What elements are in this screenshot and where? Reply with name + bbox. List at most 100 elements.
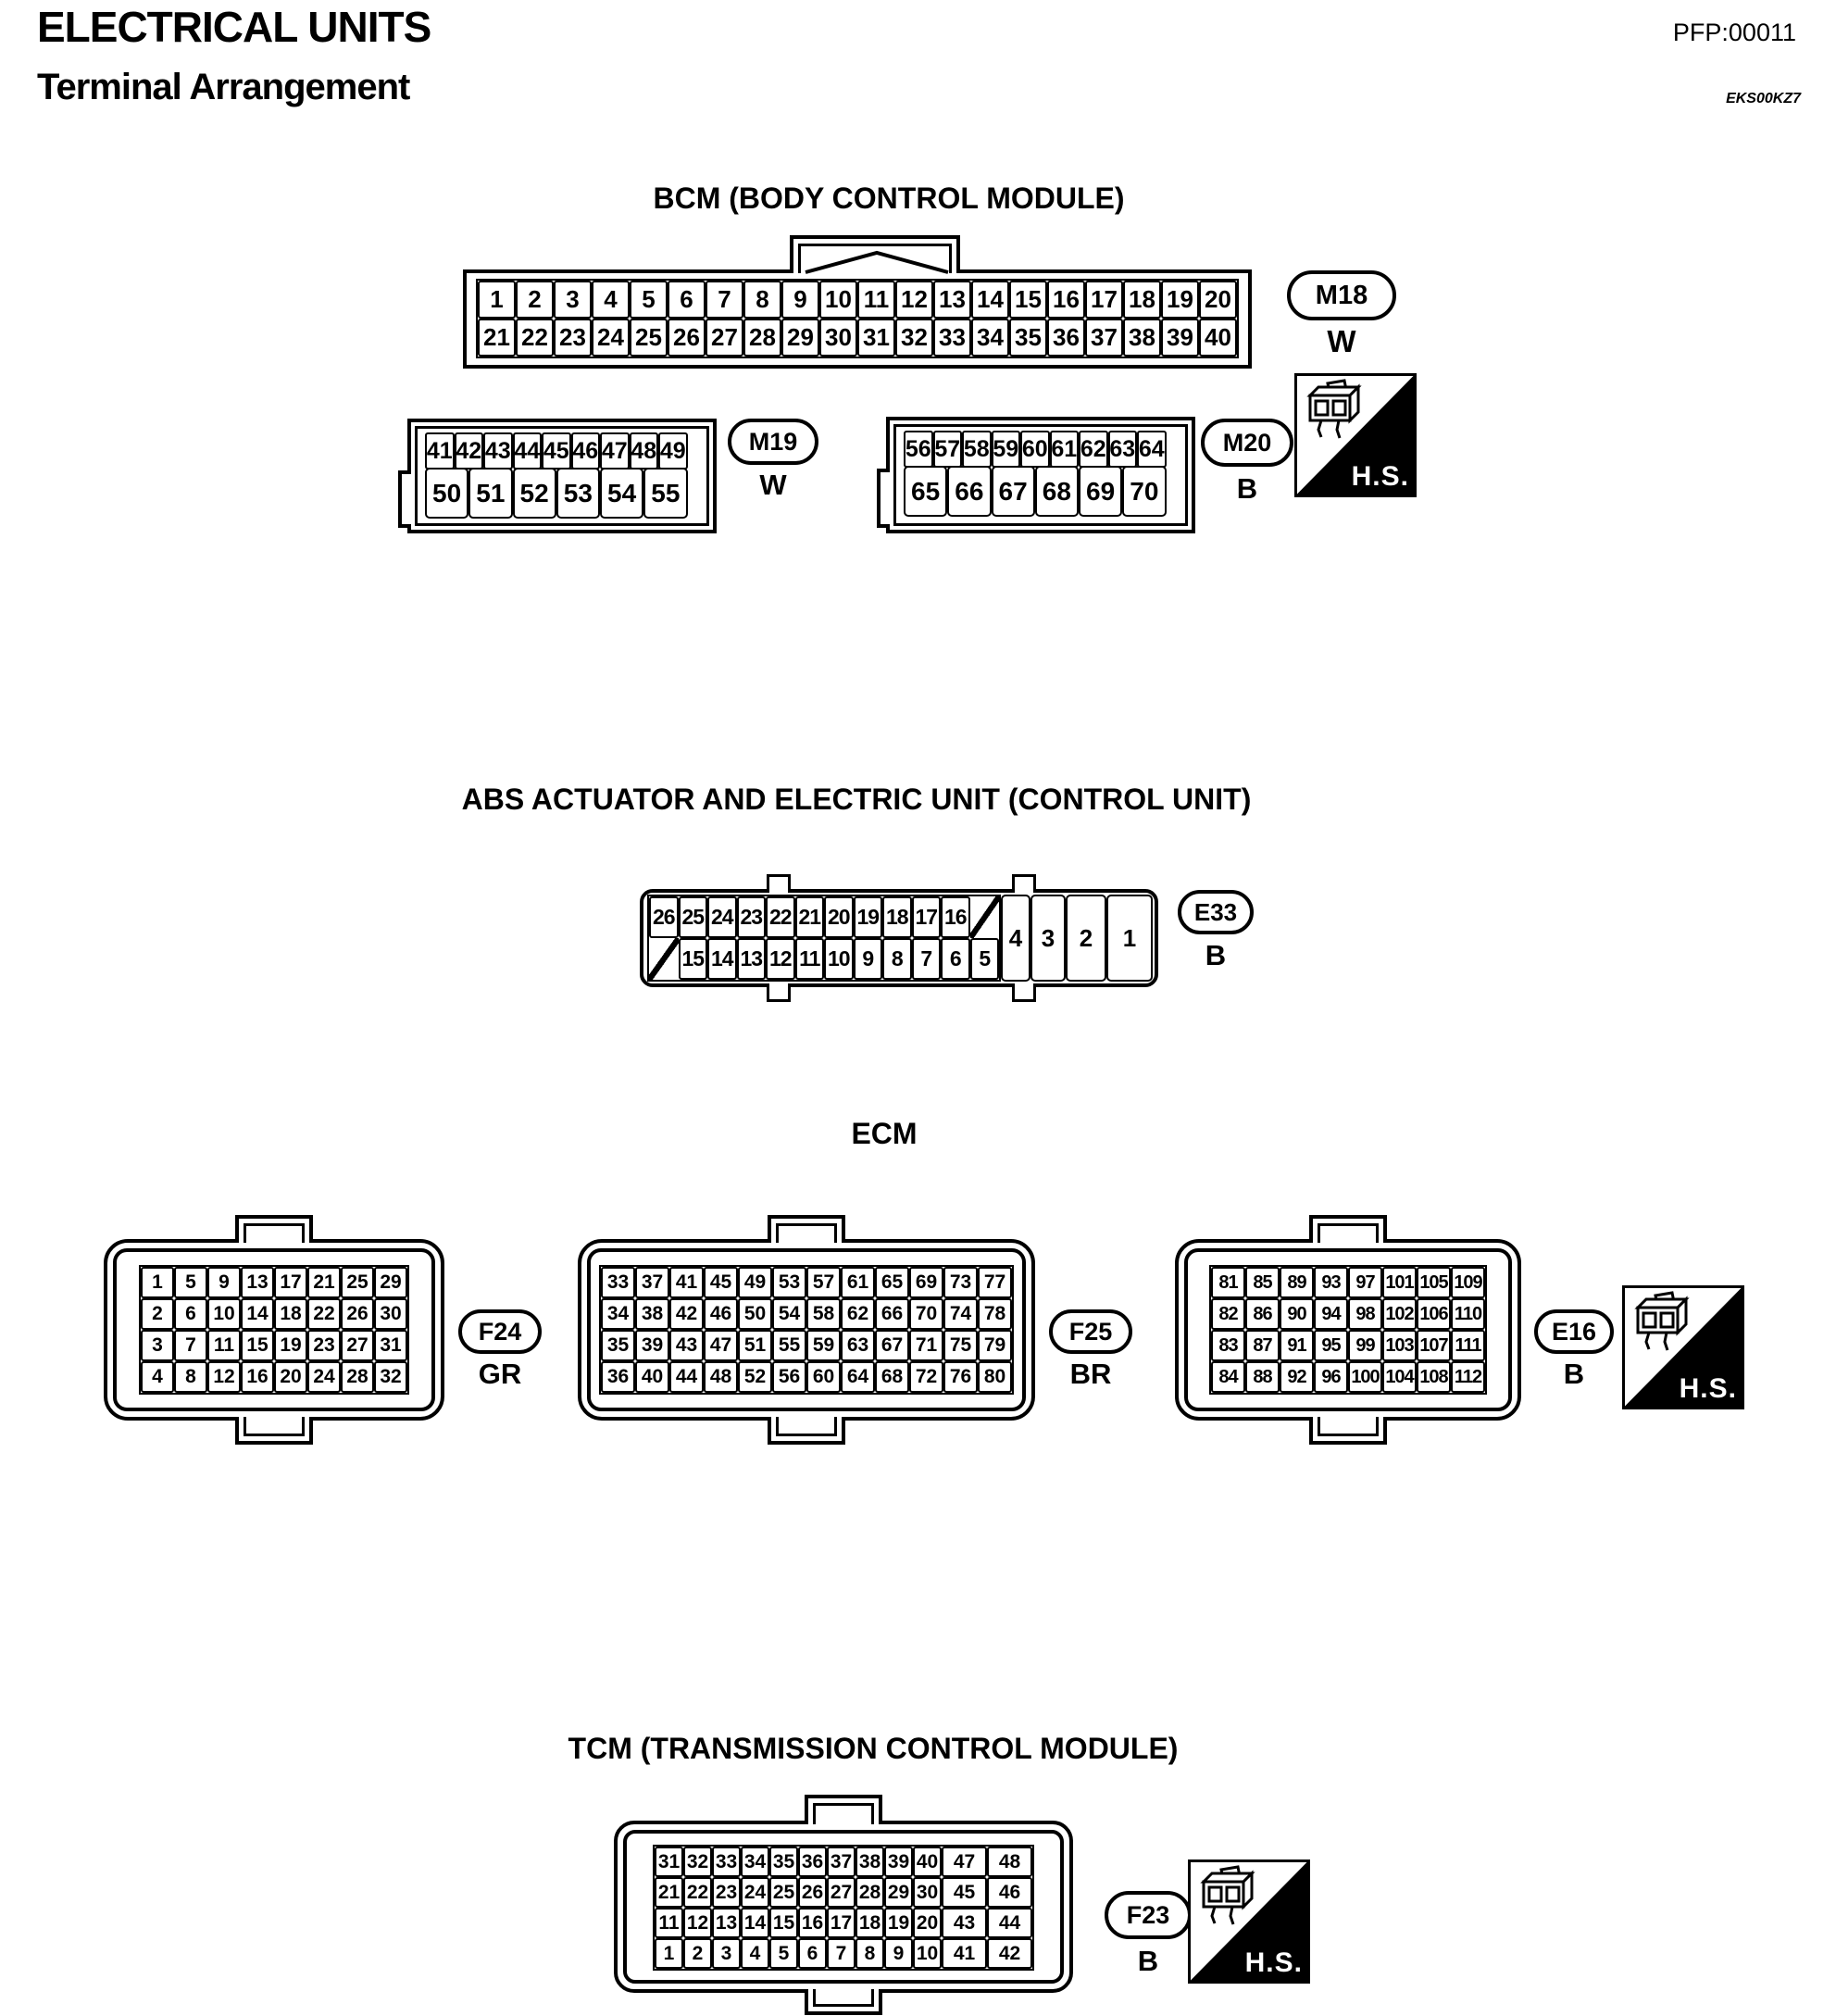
pin-cell: 15 [1009,281,1047,319]
pin-cell: 59 [991,431,1020,468]
pin-cell: 4 [1001,895,1030,982]
pin-cell: 76 [943,1361,978,1393]
pin-cell: 17 [274,1267,307,1298]
connector-label-f25: F25 [1049,1309,1132,1354]
pin-cell: 27 [341,1330,374,1361]
pin-cell: 31 [655,1847,683,1877]
pin-cell: 20 [274,1361,307,1393]
pin-cell: 16 [1047,281,1085,319]
pin-cell: 32 [374,1361,407,1393]
pin-cell: 42 [669,1298,704,1330]
pin-cell: 1 [1106,895,1153,982]
pin-cell: 2 [516,281,554,319]
pin-cell: 13 [736,938,766,980]
pin-cell: 64 [1137,431,1167,468]
pin-cell: 55 [643,468,688,519]
pin-cell: 34 [601,1298,635,1330]
pin-cell: 46 [987,1877,1032,1908]
pin-cell: 22 [516,319,554,357]
pin-cell: 16 [241,1361,274,1393]
hs-view-icon: H.S. [1188,1859,1310,1984]
pin-cell: 25 [678,896,707,938]
connector-label-e16: E16 [1534,1309,1614,1354]
pin-cell: 64 [841,1361,875,1393]
pin-cell: 106 [1417,1298,1451,1330]
pin-cell: 44 [669,1361,704,1393]
pin-cell: 13 [712,1908,741,1938]
pin-cell: 37 [1085,319,1123,357]
pin-cell: 2 [141,1298,174,1330]
connector-label-f23: F23 [1105,1891,1192,1939]
connector-m19-inner [415,426,709,526]
pin-cell: 30 [374,1298,407,1330]
pin-cell: 54 [600,468,644,519]
color-code-f25: BR [1069,1358,1112,1390]
pin-cell: 96 [1314,1361,1348,1393]
pin-cell: 13 [241,1267,274,1298]
pin-cell: 39 [1161,319,1199,357]
pin-cell: 10 [824,938,854,980]
pin-cell: 29 [374,1267,407,1298]
pin-cell: 29 [884,1877,913,1908]
pin-cell: 14 [971,281,1009,319]
pin-cell: 63 [1107,431,1137,468]
pin-cell: 47 [704,1330,738,1361]
pin-cell: 85 [1245,1267,1280,1298]
pin-cell: 22 [683,1877,712,1908]
pin-cell: 77 [978,1267,1012,1298]
pin-cell: 3 [141,1330,174,1361]
pin-cell: 23 [712,1877,741,1908]
pin-cell: 66 [947,466,992,517]
pin-cell: 41 [425,432,455,470]
harness-connector-icon [1306,379,1362,439]
pin-cell: 89 [1280,1267,1314,1298]
pin-cell: 56 [772,1361,806,1393]
pin-cell: 32 [683,1847,712,1877]
pin-cell: 6 [174,1298,207,1330]
pin-cell: 16 [798,1908,827,1938]
pin-cell: 29 [781,319,819,357]
pin-cell: 45 [942,1877,987,1908]
pin-cell: 3 [554,281,592,319]
pin-cell: 60 [806,1361,841,1393]
pin-cell: 93 [1314,1267,1348,1298]
connector-e33-tab [1012,874,1036,893]
pin-cell: 41 [942,1938,987,1969]
pin-cell: 41 [669,1267,704,1298]
pin-cell: 5 [969,938,999,980]
hs-label: H.S. [1679,1373,1737,1404]
pin-cell: 9 [853,938,882,980]
pin-cell: 10 [207,1298,241,1330]
pin-cell: 107 [1417,1330,1451,1361]
pin-cell: 4 [592,281,630,319]
color-code-e33: B [1205,939,1227,971]
pin-cell: 98 [1348,1298,1382,1330]
pin-cell: 8 [174,1361,207,1393]
harness-connector-icon [1634,1291,1690,1351]
pin-cell: 1 [478,281,516,319]
pin-cell: 12 [207,1361,241,1393]
pin-cell: 88 [1245,1361,1280,1393]
pin-cell: 46 [570,432,600,470]
pin-cell: 52 [512,468,556,519]
pin-cell: 58 [806,1298,841,1330]
pin-cell: 83 [1211,1330,1245,1361]
pin-cell: 26 [668,319,706,357]
pin-cell: 78 [978,1298,1012,1330]
pin-cell: 52 [738,1361,772,1393]
pin-cell: 67 [991,466,1035,517]
pin-cell: 22 [766,896,795,938]
pin-cell: 72 [909,1361,943,1393]
pin-cell: 57 [932,431,962,468]
pin-cell: 99 [1348,1330,1382,1361]
pin-cell: 48 [987,1847,1032,1877]
pin-cell: 42 [454,432,483,470]
pin-cell: 59 [806,1330,841,1361]
pin-cell: 23 [307,1330,341,1361]
pin-cell: 62 [841,1298,875,1330]
